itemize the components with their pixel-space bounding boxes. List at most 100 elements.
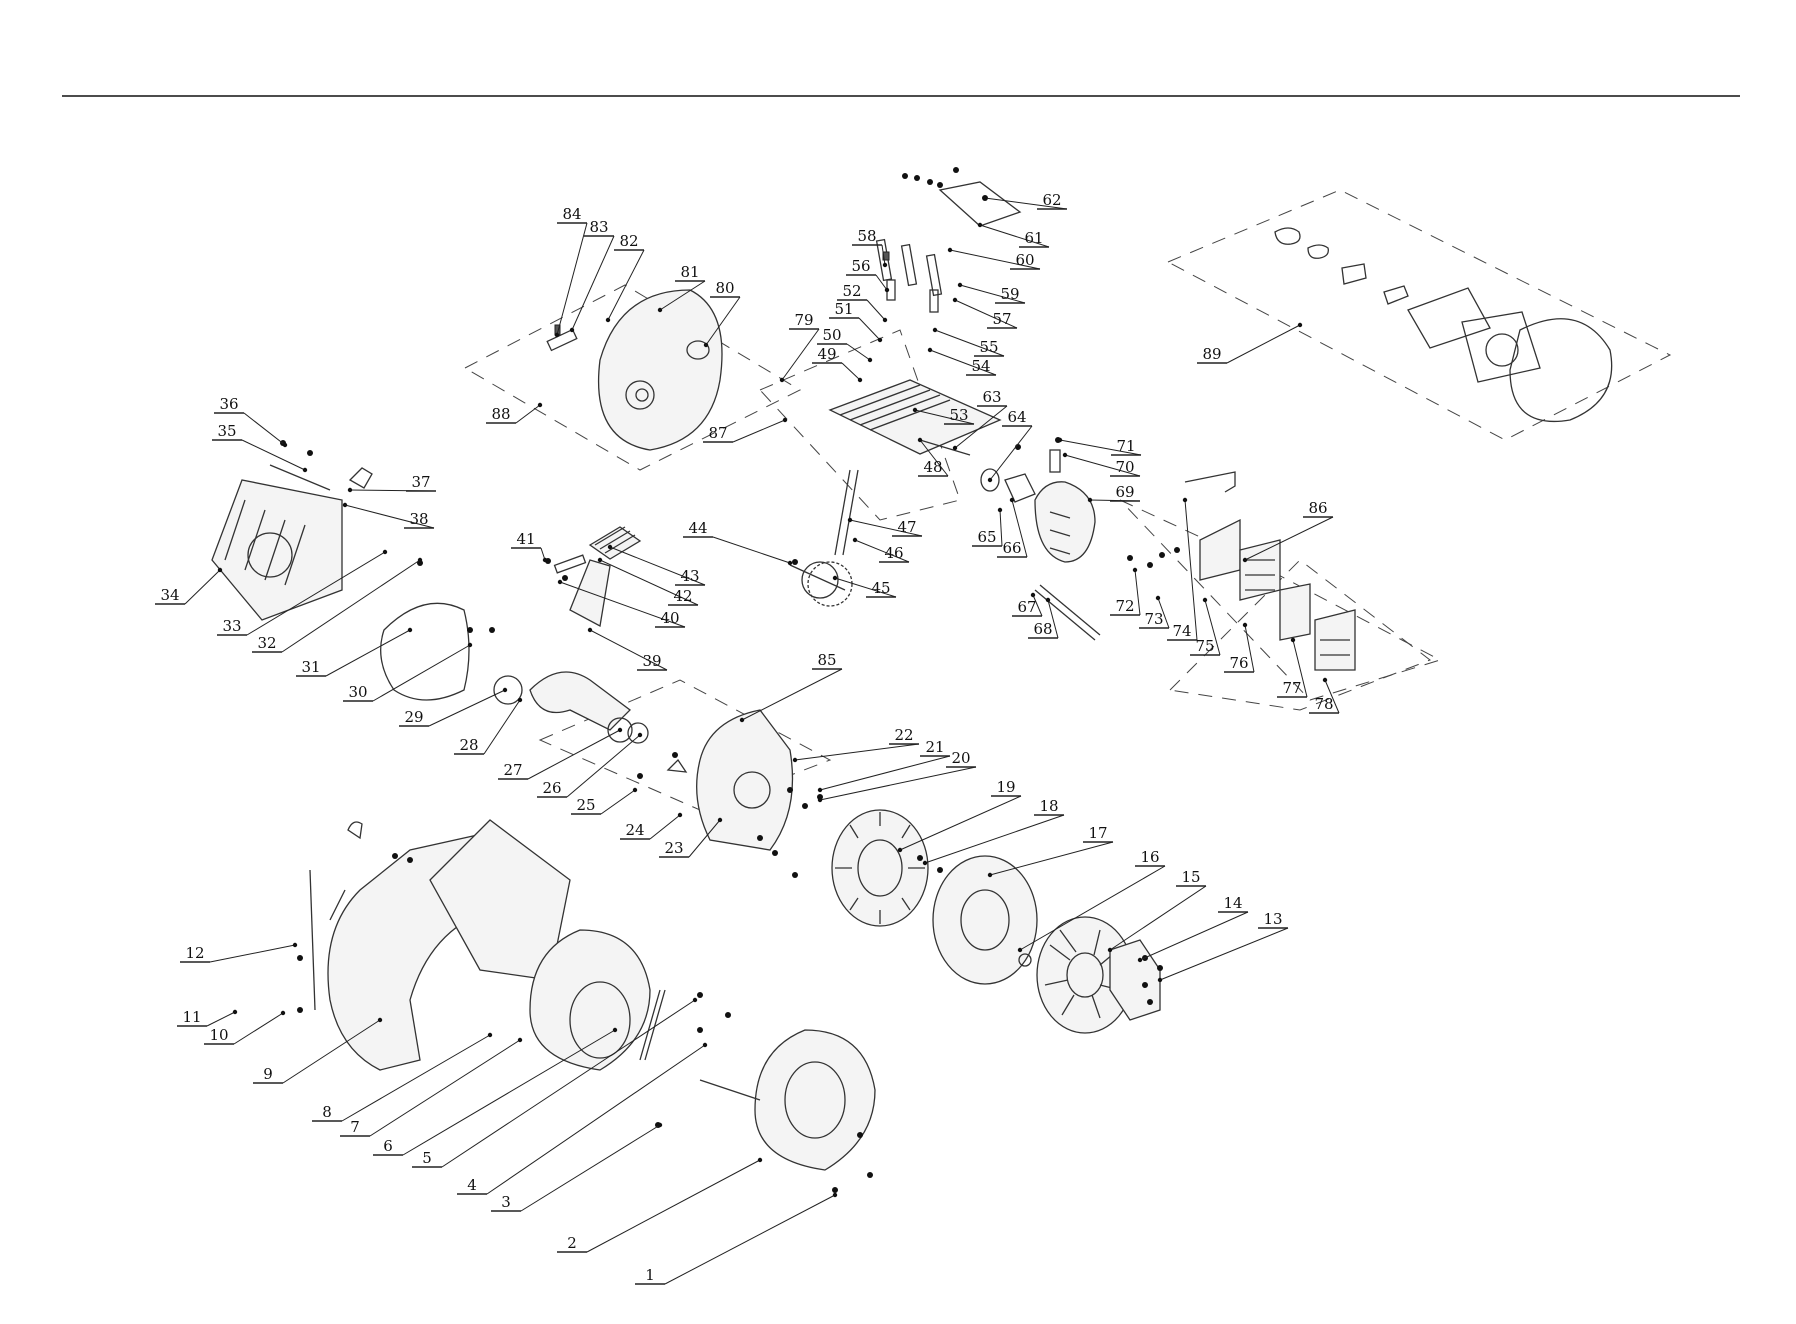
callout-target-dot <box>343 503 347 507</box>
callout-target-dot <box>988 478 992 482</box>
callout-target-dot <box>948 248 952 252</box>
callout-leader-line <box>1160 928 1288 980</box>
callout-number: 80 <box>715 279 734 297</box>
callout-72: 72 <box>1110 568 1140 615</box>
callout-leader-line <box>207 1012 235 1026</box>
callout-leader-line <box>990 842 1113 875</box>
callout-target-dot <box>555 333 559 337</box>
callout-target-dot <box>303 468 307 472</box>
callout-target-dot <box>281 1011 285 1015</box>
callout-34: 34 <box>155 568 222 604</box>
callout-number: 71 <box>1116 437 1135 455</box>
callout-leader-line <box>795 744 919 760</box>
callout-number: 41 <box>516 530 535 548</box>
callout-target-dot <box>1243 623 1247 627</box>
callout-47: 47 <box>848 518 922 536</box>
callout-target-dot <box>883 318 887 322</box>
callout-12: 12 <box>180 943 297 962</box>
callout-25: 25 <box>571 788 637 814</box>
callout-26: 26 <box>537 733 642 797</box>
callout-target-dot <box>1018 948 1022 952</box>
callout-leader-line <box>990 426 1032 480</box>
callout-number: 25 <box>576 796 595 814</box>
callout-target-dot <box>818 798 822 802</box>
callout-number: 56 <box>851 257 870 275</box>
callout-number: 75 <box>1195 637 1214 655</box>
callout-leader-line <box>403 1030 615 1155</box>
callout-number: 81 <box>680 263 699 281</box>
callout-number: 24 <box>625 821 644 839</box>
callout-target-dot <box>953 446 957 450</box>
callout-leader-line <box>876 275 887 290</box>
callout-target-dot <box>758 1158 762 1162</box>
callout-target-dot <box>998 508 1002 512</box>
callout-target-dot <box>1298 323 1302 327</box>
callout-target-dot <box>983 196 987 200</box>
callout-38: 38 <box>343 503 434 528</box>
callout-leader-line <box>557 223 587 335</box>
callout-number: 4 <box>467 1176 477 1194</box>
callout-number: 35 <box>217 422 236 440</box>
callout-target-dot <box>913 408 917 412</box>
callout-target-dot <box>1031 593 1035 597</box>
callout-leader-line <box>210 945 295 962</box>
callout-69: 69 <box>1088 483 1140 502</box>
callout-20: 20 <box>818 749 976 802</box>
callout-71: 71 <box>1058 437 1141 455</box>
callout-number: 43 <box>680 567 699 585</box>
callout-87: 87 <box>703 418 787 442</box>
callout-number: 83 <box>589 218 608 236</box>
callout-target-dot <box>718 818 722 822</box>
callout-number: 77 <box>1282 679 1301 697</box>
callout-number: 10 <box>209 1026 228 1044</box>
callout-number: 26 <box>542 779 561 797</box>
callout-number: 5 <box>422 1149 432 1167</box>
callout-number: 62 <box>1042 191 1061 209</box>
callout-number: 3 <box>501 1193 511 1211</box>
callout-leader-line <box>1135 570 1140 615</box>
callout-target-dot <box>918 438 922 442</box>
callout-leader-line <box>528 730 620 779</box>
callout-leader-line <box>1110 886 1206 950</box>
callout-target-dot <box>1088 498 1092 502</box>
callout-number: 7 <box>350 1118 360 1136</box>
callout-target-dot <box>858 378 862 382</box>
callout-target-dot <box>740 718 744 722</box>
callout-41: 41 <box>511 530 547 562</box>
callout-target-dot <box>1133 568 1137 572</box>
callout-leader-line <box>234 1013 283 1044</box>
callout-leader-line <box>842 363 860 380</box>
callout-leader-line <box>1227 325 1300 363</box>
callout-number: 39 <box>642 652 661 670</box>
callout-number: 32 <box>257 634 276 652</box>
callout-number: 59 <box>1000 285 1019 303</box>
callout-number: 49 <box>817 345 836 363</box>
callout-leader-line <box>733 420 785 442</box>
callout-14: 14 <box>1138 894 1248 962</box>
callout-number: 89 <box>1202 345 1221 363</box>
callout-target-dot <box>883 263 887 267</box>
callout-number: 65 <box>977 528 996 546</box>
callout-target-dot <box>1203 598 1207 602</box>
callout-number: 16 <box>1140 848 1159 866</box>
callout-number: 30 <box>348 683 367 701</box>
callout-target-dot <box>538 403 542 407</box>
callout-number: 84 <box>562 205 581 223</box>
callout-70: 70 <box>1063 453 1140 476</box>
callout-65: 65 <box>972 508 1002 546</box>
callout-target-dot <box>848 518 852 522</box>
callout-leader-line <box>1245 517 1333 560</box>
callout-leader-line <box>484 700 520 754</box>
callout-target-dot <box>606 318 610 322</box>
callout-leader-line <box>782 329 819 380</box>
callout-target-dot <box>613 1028 617 1032</box>
callout-target-dot <box>1058 438 1062 442</box>
callout-number: 23 <box>664 839 683 857</box>
callout-number: 70 <box>1115 458 1134 476</box>
callout-target-dot <box>818 788 822 792</box>
callout-number: 54 <box>971 357 990 375</box>
callout-37: 37 <box>348 473 436 492</box>
callout-target-dot <box>233 1010 237 1014</box>
callout-number: 74 <box>1172 622 1191 640</box>
